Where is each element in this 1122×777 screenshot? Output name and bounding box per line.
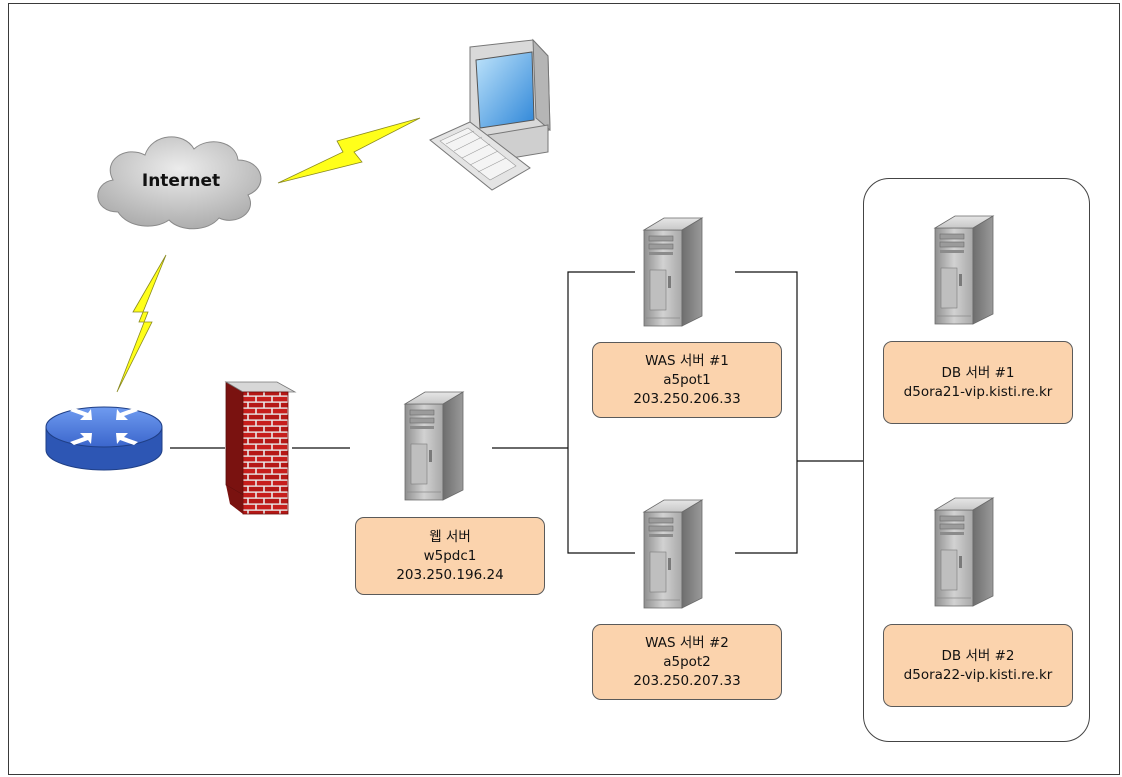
connection-lines bbox=[170, 271, 863, 554]
wireless-link-icon bbox=[277, 117, 421, 184]
db1-title: DB 서버 #1 bbox=[941, 364, 1015, 381]
firewall-icon bbox=[224, 381, 297, 515]
was-bracket-left bbox=[567, 271, 635, 554]
db2-label: DB 서버 #2 d5ora22-vip.kisti.re.kr bbox=[883, 624, 1073, 707]
db2-hostname: d5ora22-vip.kisti.re.kr bbox=[903, 666, 1053, 683]
was1-label: WAS 서버 #1 a5pot1 203.250.206.33 bbox=[592, 342, 782, 418]
router-icon bbox=[45, 406, 163, 471]
db1-hostname: d5ora21-vip.kisti.re.kr bbox=[903, 383, 1053, 400]
was2-label: WAS 서버 #2 a5pot2 203.250.207.33 bbox=[592, 624, 782, 700]
was1-server-icon bbox=[643, 217, 703, 327]
was1-ip: 203.250.206.33 bbox=[633, 390, 741, 407]
db2-title: DB 서버 #2 bbox=[941, 647, 1015, 664]
db1-label: DB 서버 #1 d5ora21-vip.kisti.re.kr bbox=[883, 341, 1073, 424]
was2-ip: 203.250.207.33 bbox=[633, 672, 741, 689]
web-server-title: 웹 서버 bbox=[429, 528, 471, 545]
was1-hostname: a5pot1 bbox=[663, 371, 711, 388]
desktop-computer-icon bbox=[429, 38, 551, 191]
web-server-icon bbox=[404, 391, 464, 501]
diagram-frame bbox=[8, 3, 1120, 775]
was2-hostname: a5pot2 bbox=[663, 653, 711, 670]
web-server-hostname: w5pdc1 bbox=[423, 547, 477, 564]
internet-label: Internet bbox=[142, 171, 220, 191]
db-cluster-group bbox=[863, 178, 1090, 742]
web-server-ip: 203.250.196.24 bbox=[396, 566, 504, 583]
was-bracket-right bbox=[735, 271, 798, 554]
web-server-label: 웹 서버 w5pdc1 203.250.196.24 bbox=[355, 517, 545, 595]
was2-server-icon bbox=[643, 499, 703, 609]
cloud-icon: Internet bbox=[97, 136, 262, 230]
was1-title: WAS 서버 #1 bbox=[645, 352, 729, 369]
wireless-link-icon bbox=[116, 254, 167, 393]
was2-title: WAS 서버 #2 bbox=[645, 634, 729, 651]
